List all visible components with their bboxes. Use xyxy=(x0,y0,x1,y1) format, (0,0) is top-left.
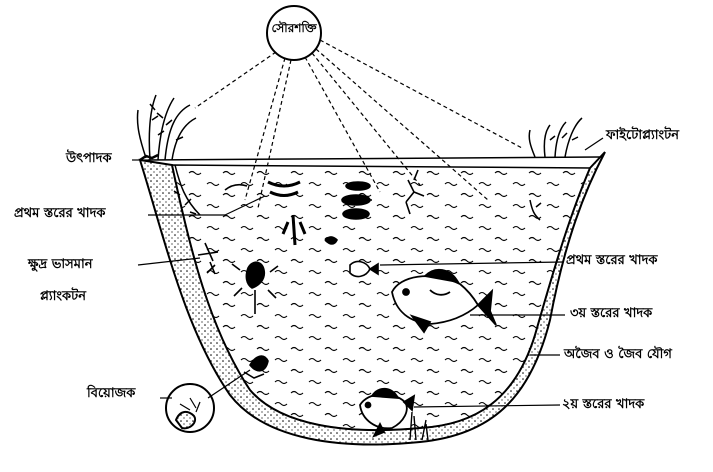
label-zooplankton-line2: প্ল্যাংকটন xyxy=(40,289,86,305)
label-primary-consumer-left: প্রথম স্তরের খাদক xyxy=(14,206,106,222)
label-primary-consumer-right: প্রথম স্তরের খাদক xyxy=(566,253,658,269)
sun-label: সৌরশক্তি xyxy=(268,20,320,36)
label-secondary-consumer: ২য় স্তরের খাদক xyxy=(562,397,644,413)
label-tertiary-consumer: ৩য় স্তরের খাদক xyxy=(570,306,652,322)
label-producer: উৎপাদক xyxy=(66,151,112,167)
label-phytoplankton: ফাইটোপ্ল্যাংটন xyxy=(606,128,679,144)
label-decomposer: বিয়োজক xyxy=(87,386,135,402)
label-abiotic-biotic: অজৈব ও জৈব যৌগ xyxy=(564,347,672,363)
label-zooplankton-line1: ক্ষুদ্র ভাসমান xyxy=(28,257,93,273)
water-surface xyxy=(148,157,600,160)
decomposer-inset xyxy=(166,384,214,432)
